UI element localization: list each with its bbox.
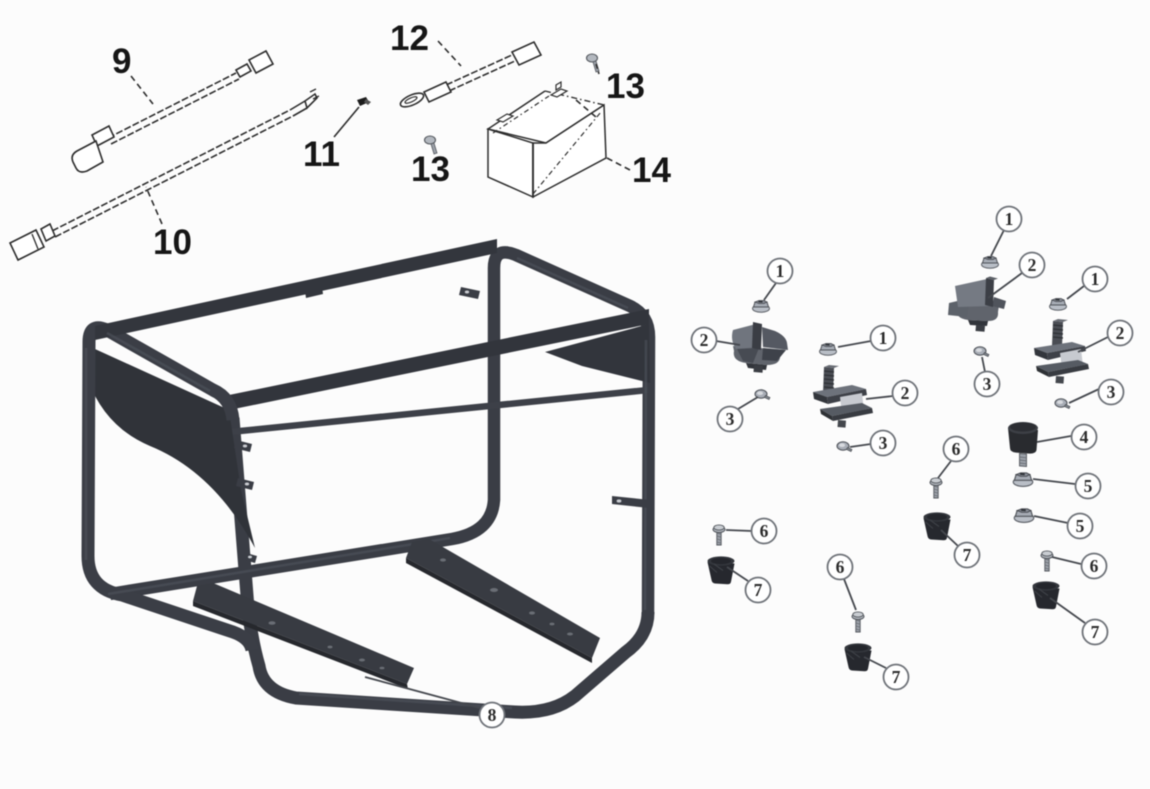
svg-text:1: 1: [879, 328, 888, 348]
svg-text:6: 6: [760, 521, 769, 541]
svg-text:6: 6: [952, 439, 961, 459]
svg-text:2: 2: [1116, 323, 1125, 343]
svg-text:4: 4: [1080, 427, 1089, 447]
svg-text:2: 2: [1028, 255, 1037, 275]
svg-text:1: 1: [1005, 209, 1014, 229]
svg-text:3: 3: [879, 433, 888, 453]
svg-text:6: 6: [836, 557, 845, 577]
svg-text:13: 13: [411, 150, 450, 189]
svg-text:14: 14: [632, 151, 671, 190]
svg-text:11: 11: [303, 135, 340, 174]
svg-text:7: 7: [892, 667, 901, 687]
svg-text:12: 12: [390, 19, 429, 58]
svg-text:10: 10: [153, 223, 192, 262]
svg-text:3: 3: [983, 374, 992, 394]
svg-text:7: 7: [963, 545, 972, 565]
svg-text:7: 7: [754, 580, 763, 600]
svg-text:3: 3: [726, 409, 735, 429]
svg-text:3: 3: [1107, 382, 1116, 402]
svg-text:1: 1: [776, 261, 785, 281]
svg-text:9: 9: [112, 42, 131, 81]
svg-text:2: 2: [700, 330, 709, 350]
svg-text:8: 8: [488, 705, 497, 725]
svg-text:13: 13: [606, 67, 645, 106]
svg-text:5: 5: [1084, 476, 1093, 496]
svg-text:5: 5: [1076, 516, 1085, 536]
svg-text:6: 6: [1090, 556, 1099, 576]
svg-text:1: 1: [1091, 269, 1100, 289]
svg-text:7: 7: [1091, 622, 1100, 642]
svg-text:2: 2: [901, 383, 910, 403]
